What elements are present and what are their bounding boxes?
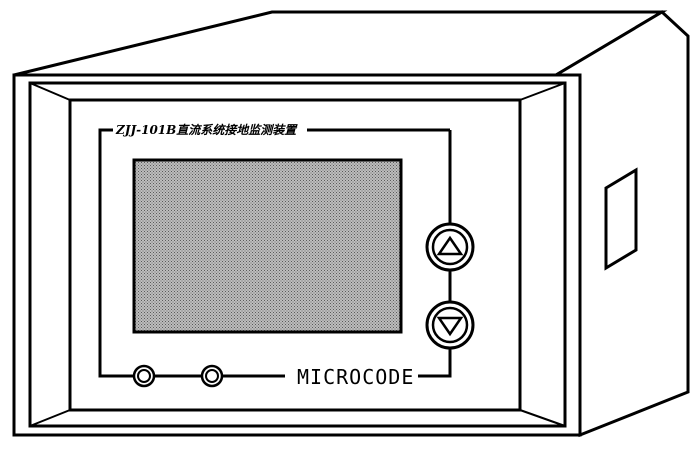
triangle-up-icon bbox=[436, 235, 464, 256]
indicator-light-icon bbox=[137, 369, 151, 383]
lcd-screen bbox=[132, 158, 403, 334]
indicator-light-2 bbox=[200, 364, 224, 388]
indicator-light-icon bbox=[205, 369, 219, 383]
device-title: ZJJ-101B直流系统接地监测装置 bbox=[115, 123, 298, 137]
panel-outline-left bbox=[98, 128, 133, 378]
panel-outline-right-bottom bbox=[418, 348, 452, 378]
brand-label: MICROCODE bbox=[297, 365, 414, 389]
housing-top-face bbox=[13, 10, 668, 77]
bevel-line-bottom-right bbox=[519, 409, 566, 427]
indicator-light-1 bbox=[132, 364, 156, 388]
bevel-line-top-right bbox=[519, 82, 566, 101]
side-vent-window bbox=[604, 167, 638, 271]
up-button[interactable] bbox=[425, 222, 475, 272]
bevel-line-bottom-left bbox=[29, 409, 71, 427]
triangle-down-icon bbox=[436, 316, 464, 337]
bevel-line-top-left bbox=[29, 82, 71, 101]
down-button[interactable] bbox=[425, 300, 475, 350]
